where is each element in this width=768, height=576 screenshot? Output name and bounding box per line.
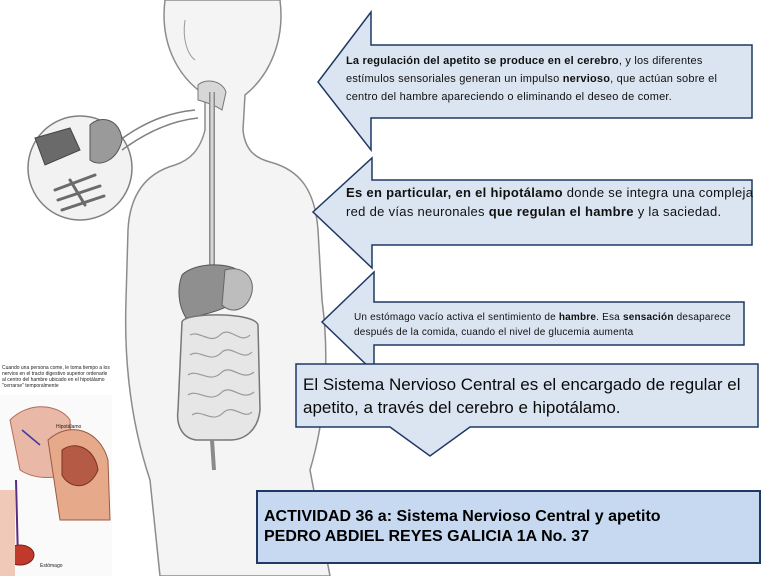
hypothalamus-inset-illustration — [0, 395, 112, 576]
callout-text-regulation: La regulación del apetito se produce en … — [346, 55, 718, 103]
callout-arrow-down — [295, 363, 759, 457]
label-hypothalamus: Hipotálamo — [56, 424, 82, 430]
callout-arrow-1 — [317, 9, 753, 153]
callout-text-summary: El Sistema Nervioso Central es el encarg… — [303, 375, 741, 417]
label-stomach: Estómago — [40, 563, 63, 569]
intestines — [176, 314, 261, 441]
activity-title-box: ACTIVIDAD 36 a: Sistema Nervioso Central… — [256, 490, 761, 564]
activity-title: ACTIVIDAD 36 a: Sistema Nervioso Central… — [264, 508, 661, 525]
stomach — [221, 268, 253, 311]
inset-caption: Cuando una persona come, le toma tiempo … — [2, 365, 110, 389]
student-name: PEDRO ABDIEL REYES GALICIA 1A No. 37 — [264, 528, 590, 545]
callout-text-hypothalamus: Es en particular, en el hipotálamo donde… — [346, 185, 754, 219]
callout-arrow-2 — [311, 156, 753, 270]
callout-arrow-3 — [320, 270, 745, 374]
callout-text-stomach: Un estómago vacío activa el sentimiento … — [354, 312, 731, 338]
